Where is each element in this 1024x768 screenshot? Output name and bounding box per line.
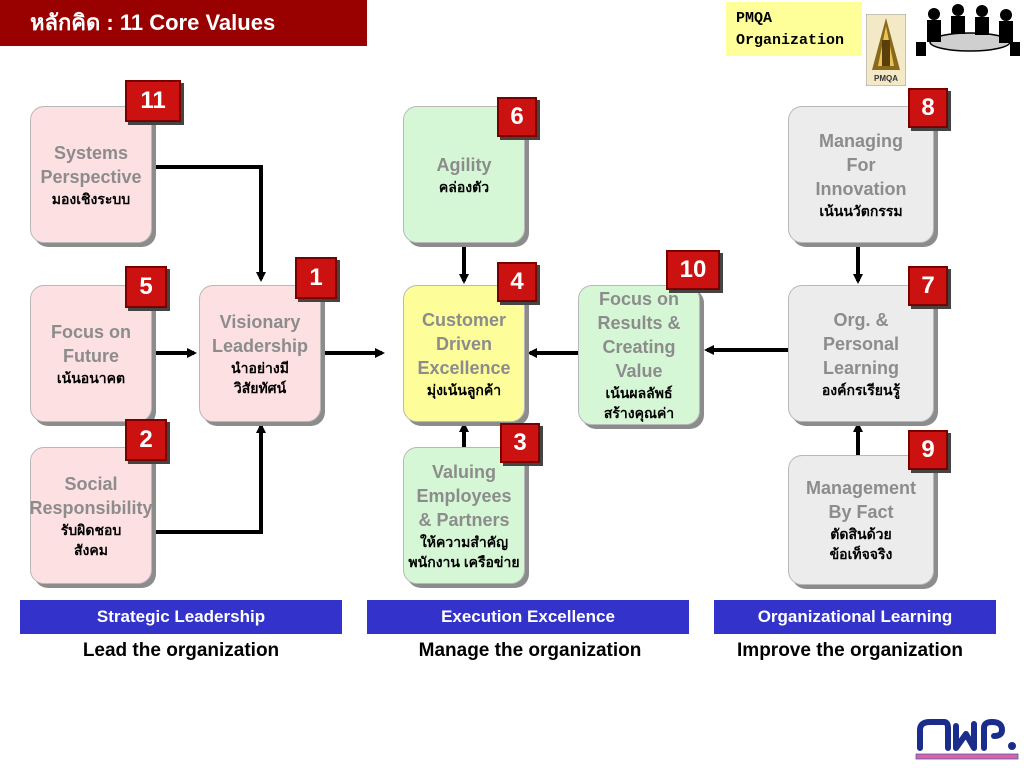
- arrow-systems-to-visionary: [153, 165, 266, 282]
- social-responsibility-box: Social Responsibility รับผิดชอบ สังคม: [29, 447, 153, 584]
- value-badge-3: 3: [500, 423, 540, 463]
- box-label-en: Responsibility: [29, 497, 153, 518]
- box-label-th: วิสัยทัศน์: [233, 379, 287, 396]
- focus-on-future-box: Focus on Future เน้นอนาคต: [30, 285, 152, 422]
- box-label-en: Management: [805, 478, 917, 498]
- box-label-th: รับผิดชอบ: [60, 521, 122, 538]
- box-label-en: Org. &: [833, 309, 889, 330]
- customer-driven-excellence-box: Customer Driven Excellence มุ่งเน้นลูกค้…: [403, 285, 525, 422]
- category-bar-organizational-learning: Organizational Learning: [714, 600, 996, 634]
- box-label-th: คล่องตัว: [438, 178, 490, 195]
- pmqa-organization-label: PMQA Organization: [726, 2, 862, 56]
- box-label-th: เน้นอนาคต: [56, 369, 126, 386]
- box-label-en: Managing: [819, 130, 903, 151]
- box-label-th: พนักงาน เครือข่าย: [408, 553, 520, 570]
- managing-for-innovation-box: Managing For Innovation เน้นนวัตกรรม: [788, 106, 934, 243]
- value-badge-11: 11: [125, 80, 181, 122]
- slide-title: หลักคิด : 11 Core Values: [0, 0, 367, 46]
- arrow-social-to-visionary: [153, 423, 266, 534]
- value-badge-5: 5: [125, 266, 167, 308]
- value-badge-6: 6: [497, 97, 537, 137]
- category-subtitle-improve: Improve the organization: [737, 640, 963, 661]
- box-label-en: Visionary: [219, 311, 301, 332]
- value-badge-9: 9: [908, 430, 948, 470]
- box-label-en: Customer: [421, 309, 506, 330]
- pmqa-label-line-2: Organization: [736, 32, 845, 49]
- box-label-en: Social: [64, 473, 118, 494]
- box-label-th: สร้างคุณค่า: [603, 405, 675, 421]
- category-bar-strategic-leadership: Strategic Leadership: [20, 600, 342, 634]
- box-label-en: Employees: [416, 485, 512, 506]
- box-label-th: ตัดสินด้วย: [830, 526, 892, 542]
- box-label-en: Focus on: [51, 321, 131, 342]
- box-label-en: Perspective: [40, 166, 142, 187]
- box-label-en: Agility: [436, 154, 492, 175]
- category-subtitle-manage: Manage the organization: [418, 640, 642, 661]
- pmqa-logo-icon: PMQA: [866, 14, 906, 86]
- box-label-th: นำอย่างมี: [231, 359, 289, 376]
- visionary-leadership-box: Visionary Leadership นำอย่างมี วิสัยทัศน…: [199, 285, 321, 422]
- box-label-th: ให้ความสำคัญ: [419, 533, 509, 550]
- category-bar-execution-excellence: Execution Excellence: [367, 600, 689, 634]
- box-label-th: มองเชิงระบบ: [51, 190, 131, 207]
- management-by-fact-box: Management By Fact ตัดสินด้วย ข้อเท็จจริ…: [788, 455, 934, 585]
- box-label-en: Valuing: [431, 461, 496, 482]
- box-label-en: Leadership: [211, 335, 309, 356]
- value-badge-2: 2: [125, 419, 167, 461]
- box-label-en: Value: [615, 361, 663, 381]
- value-badge-4: 4: [497, 262, 537, 302]
- box-label-en: Personal: [822, 333, 900, 354]
- category-subtitle-lead: Lead the organization: [82, 640, 280, 661]
- agency-logo-icon: [915, 719, 1019, 760]
- box-label-th: สังคม: [74, 541, 108, 558]
- pmqa-logo-text: PMQA: [874, 74, 898, 83]
- box-label-th: เน้นผลลัพธ์: [605, 385, 673, 401]
- focus-on-results-box: Focus on Results & Creating Value เน้นผล…: [578, 285, 700, 425]
- value-badge-7: 7: [908, 266, 948, 306]
- box-label-en: Systems: [53, 142, 129, 163]
- box-label-en: By Fact: [828, 502, 894, 522]
- value-badge-8: 8: [908, 88, 948, 128]
- value-badge-10: 10: [666, 250, 720, 290]
- box-label-th: องค์กรเรียนรู้: [821, 381, 901, 398]
- org-personal-learning-box: Org. & Personal Learning องค์กรเรียนรู้: [788, 285, 934, 422]
- valuing-employees-box: Valuing Employees & Partners ให้ความสำคั…: [403, 447, 525, 584]
- box-label-en: & Partners: [418, 509, 510, 530]
- meeting-people-icon: [912, 2, 1024, 58]
- box-label-en: Future: [63, 345, 119, 366]
- box-label-th: มุ่งเน้นลูกค้า: [426, 381, 502, 398]
- box-label-en: For: [846, 154, 876, 175]
- box-label-th: เน้นนวัตกรรม: [819, 202, 903, 219]
- box-label-en: Excellence: [417, 357, 511, 378]
- systems-perspective-box: Systems Perspective มองเชิงระบบ: [30, 106, 152, 243]
- box-label-en: Innovation: [815, 178, 907, 199]
- box-label-th: ข้อเท็จจริง: [829, 546, 893, 562]
- value-badge-1: 1: [295, 257, 337, 299]
- box-label-en: Creating: [602, 337, 676, 357]
- pmqa-label-line-1: PMQA: [736, 10, 773, 27]
- box-label-en: Results &: [597, 313, 681, 333]
- box-label-en: Focus on: [599, 289, 679, 309]
- box-label-en: Learning: [822, 357, 899, 378]
- box-label-en: Driven: [435, 333, 493, 354]
